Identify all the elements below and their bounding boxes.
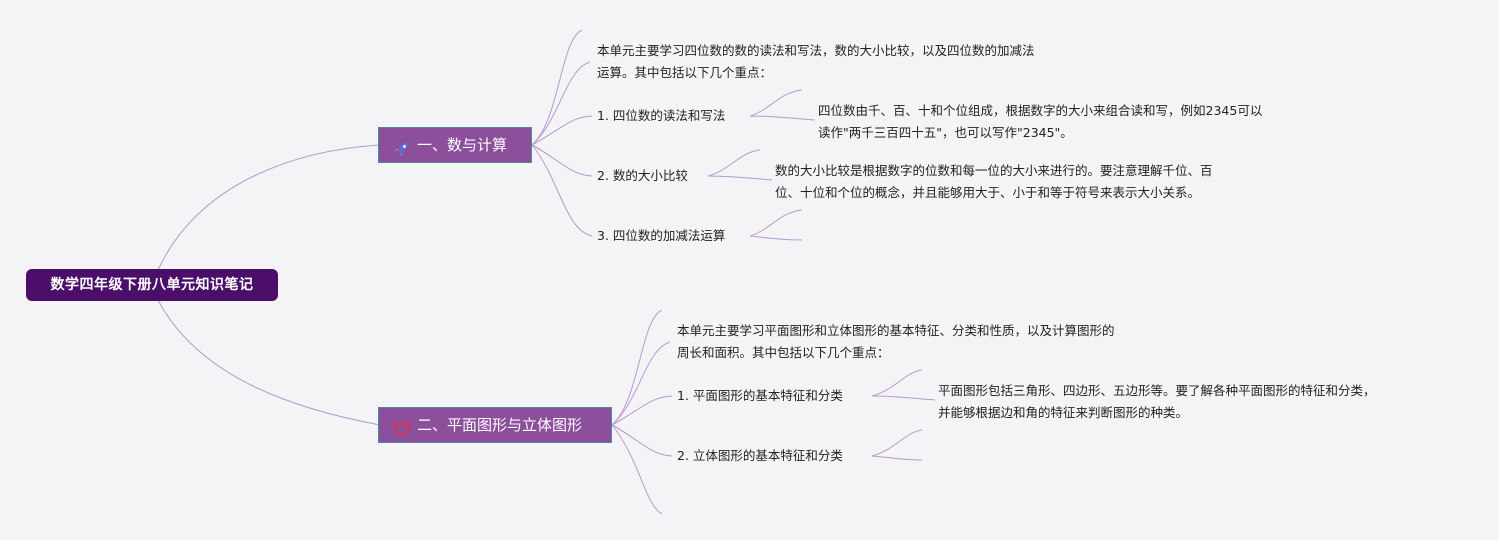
connector-b1-item3 [531, 144, 593, 237]
detail-line: 位、十位和个位的概念，并且能够用大于、小于和等于符号来表示大小关系。 [775, 185, 1201, 200]
branch-label: 二、平面图形与立体图形 [417, 416, 583, 434]
branch1-item-1[interactable]: 1. 四位数的读法和写法 [597, 108, 726, 123]
root-node[interactable]: 数学四年级下册八单元知识笔记 [26, 269, 278, 301]
connector-b1-item1 [531, 115, 593, 146]
branch-label: 一、数与计算 [417, 136, 508, 154]
detail-line: 数的大小比较是根据数字的位数和每一位的大小来进行的。要注意理解千位、百 [775, 163, 1213, 178]
detail-line: 平面图形包括三角形、四边形、五边形等。要了解各种平面图形的特征和分类， [938, 383, 1376, 398]
connector-item2-detail [707, 175, 773, 181]
connector-item3-bottom [749, 235, 803, 241]
branch2-item-1-detail: 平面图形包括三角形、四边形、五边形等。要了解各种平面图形的特征和分类， 并能够根… [938, 380, 1376, 424]
connector-item2-detail-top [707, 149, 761, 177]
branch-plane-and-solid-figures[interactable]: 二、平面图形与立体图形 [378, 407, 612, 443]
connector-b1-intro-top [531, 29, 583, 146]
detail-line: 并能够根据边和角的特征来判断图形的种类。 [938, 405, 1189, 420]
detail-line: 读作"两千三百四十五"，也可以写作"2345"。 [818, 125, 1073, 140]
branch2-intro: 本单元主要学习平面图形和立体图形的基本特征、分类和性质，以及计算图形的 周长和面… [677, 320, 1115, 364]
connector-root-branch2 [157, 299, 381, 426]
connector-b2-item1-detail-top [871, 369, 923, 397]
branch1-item-3[interactable]: 3. 四位数的加减法运算 [597, 228, 726, 243]
connector-b1-item2 [531, 144, 593, 177]
branch2-item-2[interactable]: 2. 立体图形的基本特征和分类 [677, 448, 843, 463]
connector-item3-top [749, 209, 803, 237]
branch1-intro-line: 本单元主要学习四位数的数的读法和写法，数的大小比较，以及四位数的加减法 [597, 43, 1035, 58]
branch1-intro-line: 运算。其中包括以下几个重点： [597, 65, 773, 80]
heart-icon [393, 416, 411, 437]
detail-line: 四位数由千、百、十和个位组成，根据数字的大小来组合读和写，例如2345可以 [818, 103, 1263, 118]
branch-number-and-calculation[interactable]: 一、数与计算 [378, 127, 532, 163]
branch1-item-2[interactable]: 2. 数的大小比较 [597, 168, 688, 183]
rocket-icon [393, 136, 411, 156]
connector-b2-item2 [611, 424, 673, 457]
connector-b1-intro [531, 61, 591, 146]
connector-b2-item1-detail [871, 395, 936, 401]
connector-b2-bottom [611, 424, 663, 515]
branch1-item-1-detail: 四位数由千、百、十和个位组成，根据数字的大小来组合读和写，例如2345可以 读作… [818, 100, 1262, 144]
branch2-intro-line: 本单元主要学习平面图形和立体图形的基本特征、分类和性质，以及计算图形的 [677, 323, 1115, 338]
connector-b2-item1 [611, 395, 673, 426]
connector-b2-item2-bottom [871, 455, 923, 461]
connector-b2-intro [611, 341, 671, 426]
branch1-item-2-detail: 数的大小比较是根据数字的位数和每一位的大小来进行的。要注意理解千位、百 位、十位… [775, 160, 1213, 204]
connector-item1-detail-top [749, 89, 803, 117]
connector-root-branch1 [157, 144, 381, 271]
branch2-intro-line: 周长和面积。其中包括以下几个重点： [677, 345, 890, 360]
connector-item1-detail [749, 115, 816, 121]
connector-b2-item2-top [871, 429, 923, 457]
branch1-intro: 本单元主要学习四位数的数的读法和写法，数的大小比较，以及四位数的加减法 运算。其… [597, 40, 1035, 84]
connector-b2-intro-top [611, 309, 663, 426]
branch2-item-1[interactable]: 1. 平面图形的基本特征和分类 [677, 388, 843, 403]
